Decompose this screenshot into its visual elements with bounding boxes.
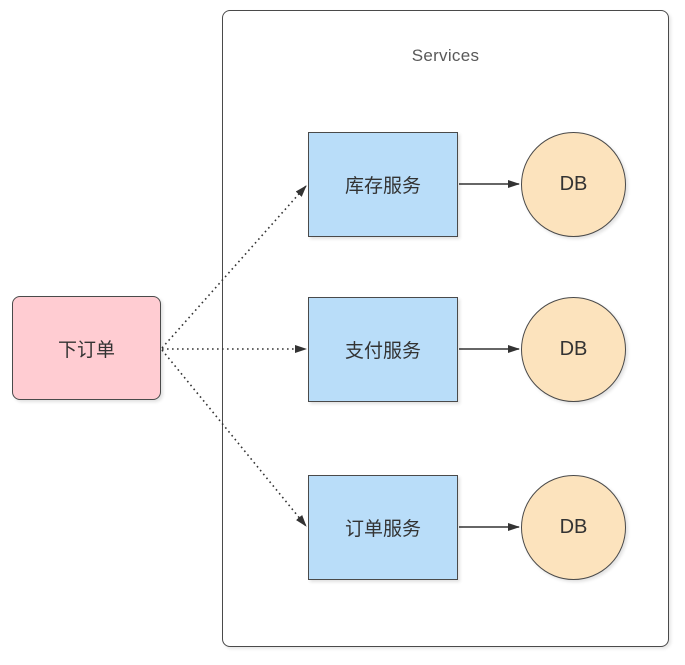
node-payment-db: DB — [521, 297, 626, 402]
node-payment-service: 支付服务 — [308, 297, 458, 402]
node-inventory-service: 库存服务 — [308, 132, 458, 237]
node-place-order: 下订单 — [12, 296, 161, 400]
node-payment-service-label: 支付服务 — [344, 341, 421, 362]
node-order-db-label: DB — [559, 516, 588, 538]
node-inventory-db: DB — [521, 132, 626, 237]
node-order-service-label: 订单服务 — [344, 519, 421, 540]
node-inventory-db-label: DB — [559, 173, 588, 195]
node-payment-db-label: DB — [559, 338, 588, 360]
node-order-service: 订单服务 — [308, 475, 458, 580]
services-group-title: Services — [411, 46, 480, 65]
node-inventory-service-label: 库存服务 — [344, 176, 421, 197]
node-order-db: DB — [521, 475, 626, 580]
node-place-order-label: 下订单 — [57, 339, 115, 361]
